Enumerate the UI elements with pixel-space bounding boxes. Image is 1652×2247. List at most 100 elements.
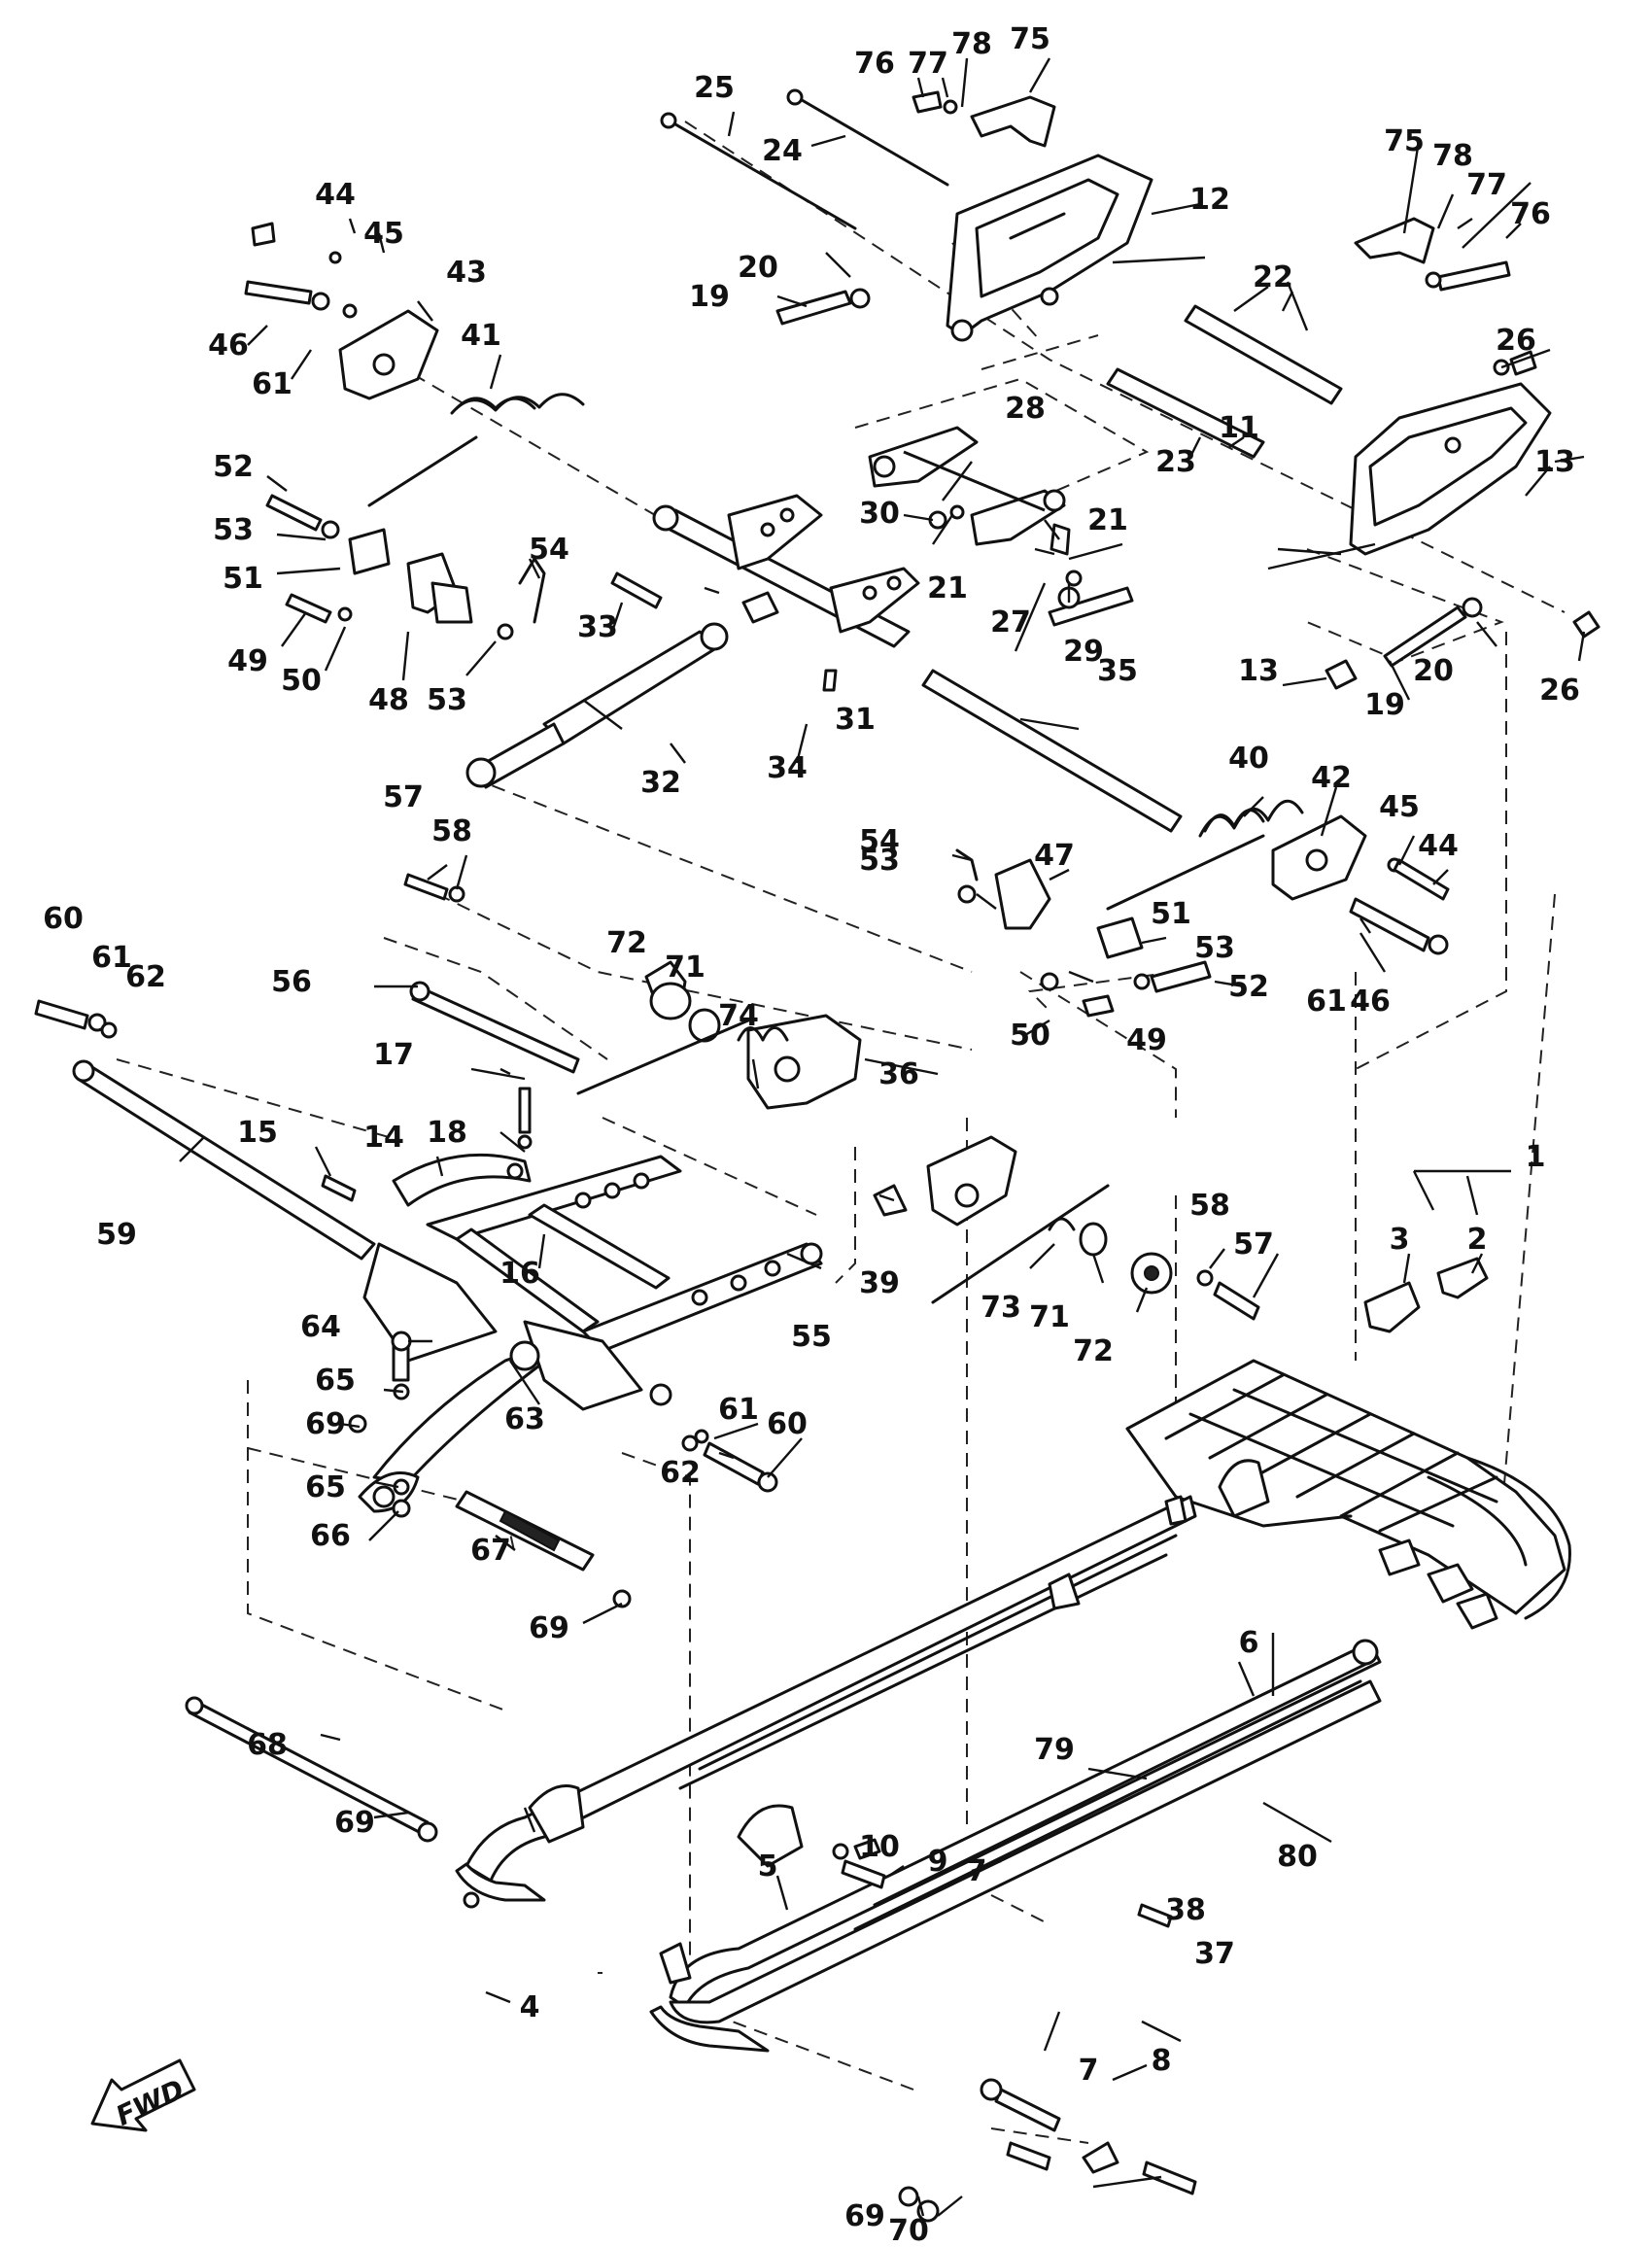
callout-19: 19 [1364, 688, 1405, 722]
callout-6: 6 [1239, 1626, 1259, 1660]
callout-13: 13 [1238, 654, 1279, 688]
shaft-35 [921, 669, 1183, 833]
callout-11: 11 [1219, 411, 1259, 445]
callout-78: 78 [951, 27, 992, 61]
callout-20: 20 [1413, 654, 1454, 688]
callout-51: 51 [223, 562, 263, 596]
callout-19: 19 [689, 280, 730, 314]
callout-50: 50 [1010, 1019, 1050, 1053]
callout-4: 4 [520, 1990, 540, 2024]
callout-48: 48 [368, 683, 409, 717]
callout-58: 58 [431, 814, 472, 848]
callout-24: 24 [762, 134, 803, 168]
callout-33: 33 [577, 610, 618, 644]
callout-60: 60 [43, 902, 84, 936]
callout-35: 35 [1097, 654, 1138, 688]
fwd-arrow-icon: FWD [90, 2058, 196, 2132]
callout-9: 9 [928, 1845, 948, 1879]
callout-10: 10 [859, 1830, 900, 1864]
callout-74: 74 [718, 999, 759, 1033]
callout-72: 72 [606, 926, 647, 960]
callout-76: 76 [1510, 197, 1551, 231]
callout-53: 53 [427, 683, 467, 717]
leader-lines [179, 57, 1586, 2217]
callout-7: 7 [1079, 2054, 1099, 2088]
callout-67: 67 [470, 1534, 511, 1568]
callout-32: 32 [640, 766, 681, 800]
callout-77: 77 [1466, 168, 1507, 202]
spring-holders [338, 309, 1367, 901]
callout-53: 53 [1194, 931, 1235, 965]
callout-1: 1 [1526, 1140, 1546, 1174]
callout-37: 37 [1194, 1937, 1235, 1971]
callout-34: 34 [767, 751, 808, 785]
callout-44: 44 [1418, 829, 1459, 863]
callout-57: 57 [383, 780, 424, 814]
callout-16: 16 [499, 1257, 540, 1291]
callout-64: 64 [300, 1310, 341, 1344]
callout-66: 66 [310, 1519, 351, 1553]
callout-14: 14 [363, 1121, 404, 1155]
callout-31: 31 [835, 703, 876, 737]
rear-bracket-right [1349, 382, 1552, 556]
clips-2-3 [1363, 1257, 1489, 1333]
rear-rods [660, 88, 1343, 459]
callout-41: 41 [461, 319, 501, 353]
callout-69: 69 [334, 1806, 375, 1840]
upper-shaft-31 [652, 494, 920, 648]
callout-60: 60 [767, 1407, 808, 1441]
callout-58: 58 [1189, 1189, 1230, 1223]
callout-79: 79 [1034, 1733, 1075, 1767]
callout-52: 52 [1228, 970, 1269, 1004]
callout-28: 28 [1005, 392, 1046, 426]
spacers-72-71 [644, 960, 1173, 1295]
callout-62: 62 [125, 960, 166, 994]
callout-61: 61 [252, 367, 293, 401]
callout-8: 8 [1152, 2044, 1172, 2078]
callout-57: 57 [1233, 1227, 1274, 1262]
rear-bracket-left [946, 154, 1153, 342]
callout-62: 62 [660, 1456, 701, 1490]
link-assembly-28 [868, 426, 1066, 546]
callout-68: 68 [247, 1728, 288, 1762]
callout-53: 53 [859, 844, 900, 878]
front-lower-hardware [34, 873, 1260, 1518]
callout-69: 69 [529, 1611, 569, 1645]
callout-7: 7 [967, 1854, 987, 1888]
callout-55: 55 [791, 1320, 832, 1354]
callout-61: 61 [1306, 985, 1347, 1019]
front-arm-36 [746, 1014, 1017, 1227]
callout-77: 77 [908, 47, 948, 81]
callout-69: 69 [844, 2199, 885, 2233]
callout-46: 46 [1350, 985, 1391, 1019]
callout-3: 3 [1390, 1223, 1410, 1257]
callout-21: 21 [1087, 503, 1128, 537]
callout-46: 46 [208, 328, 249, 363]
track-belt-1 [1125, 1359, 1571, 1630]
callout-75: 75 [1010, 22, 1050, 56]
callout-70: 70 [888, 2214, 929, 2247]
callout-73: 73 [981, 1291, 1021, 1325]
callout-20: 20 [738, 251, 778, 285]
callout-17: 17 [373, 1038, 414, 1072]
pin-67 [455, 1490, 632, 1608]
torsion-spring-41 [367, 393, 585, 507]
callout-42: 42 [1311, 761, 1352, 795]
callout-15: 15 [237, 1116, 278, 1150]
callout-26: 26 [1539, 674, 1580, 708]
callout-49: 49 [227, 644, 268, 678]
callout-63: 63 [504, 1402, 545, 1436]
callout-53: 53 [213, 513, 254, 547]
callout-75: 75 [1384, 124, 1425, 158]
callout-51: 51 [1151, 897, 1191, 931]
callout-2: 2 [1467, 1223, 1488, 1257]
callout-65: 65 [315, 1364, 356, 1398]
slide-rail-left [465, 1495, 1197, 1883]
adjuster-brackets [348, 528, 1144, 959]
callout-23: 23 [1155, 445, 1196, 479]
callout-71: 71 [665, 951, 706, 985]
callout-61: 61 [91, 941, 132, 975]
callout-65: 65 [305, 1470, 346, 1504]
